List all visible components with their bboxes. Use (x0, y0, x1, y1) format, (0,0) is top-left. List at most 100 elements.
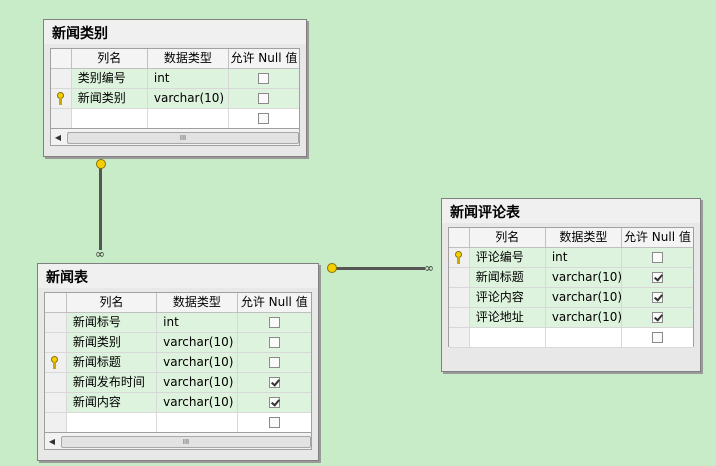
row-selector-header (45, 293, 67, 312)
table-news-category[interactable]: 新闻类别 列名 数据类型 允许 Null 值 类别编号 int 新闻类别 var… (43, 19, 307, 157)
table-row[interactable]: 新闻类别 varchar(10) (45, 333, 312, 353)
scroll-track[interactable]: III (59, 435, 311, 448)
header-column-name: 列名 (72, 49, 148, 68)
allow-null-checkbox[interactable] (268, 417, 280, 428)
new-row[interactable] (449, 328, 693, 348)
table-row[interactable]: 评论编号 int (449, 248, 693, 268)
table-title[interactable]: 新闻类别 (44, 20, 306, 44)
row-selector-header (51, 49, 72, 68)
row-selector[interactable] (45, 393, 67, 412)
column-name-cell[interactable]: 新闻标题 (66, 353, 158, 372)
allow-null-checkbox[interactable] (268, 397, 280, 408)
allow-null-cell (621, 288, 693, 307)
scroll-thumb[interactable]: III (61, 436, 311, 448)
allow-null-cell (237, 333, 312, 352)
allow-null-checkbox[interactable] (258, 73, 270, 84)
relationship-line[interactable] (99, 166, 102, 250)
allow-null-checkbox[interactable] (268, 337, 280, 348)
table-row[interactable]: 评论地址 varchar(10) (449, 308, 693, 328)
column-name-cell[interactable]: 评论编号 (469, 248, 546, 267)
column-name-cell[interactable]: 评论地址 (469, 308, 546, 327)
row-selector[interactable] (51, 109, 72, 128)
column-name-cell[interactable]: 类别编号 (71, 69, 148, 88)
new-row[interactable] (51, 109, 299, 128)
allow-null-checkbox[interactable] (651, 292, 663, 303)
allow-null-cell (621, 248, 693, 267)
table-row[interactable]: 新闻内容 varchar(10) (45, 393, 312, 413)
allow-null-checkbox[interactable] (258, 93, 270, 104)
allow-null-checkbox[interactable] (651, 332, 663, 343)
scroll-left-icon[interactable]: ◀ (54, 132, 62, 142)
relationship-many-end-icon: ∞ (95, 247, 105, 261)
allow-null-checkbox[interactable] (268, 357, 280, 368)
data-type-cell[interactable]: varchar(10) (157, 333, 238, 352)
data-type-cell[interactable]: varchar(10) (157, 393, 238, 412)
row-selector[interactable] (45, 413, 67, 432)
grid-header: 列名 数据类型 允许 Null 值 (45, 293, 311, 313)
header-allow-null: 允许 Null 值 (240, 295, 308, 309)
new-row[interactable] (45, 413, 312, 432)
column-name-cell[interactable]: 评论内容 (469, 288, 546, 307)
table-title[interactable]: 新闻表 (38, 264, 318, 288)
scroll-thumb[interactable]: III (67, 132, 299, 144)
table-row[interactable]: 新闻标号 int (45, 313, 312, 333)
data-type-cell[interactable]: int (147, 69, 229, 88)
allow-null-checkbox[interactable] (258, 113, 270, 124)
row-selector[interactable] (449, 328, 470, 347)
table-row[interactable]: 新闻标题 varchar(10) (449, 268, 693, 288)
table-title[interactable]: 新闻评论表 (442, 199, 700, 223)
data-type-cell[interactable]: varchar(10) (545, 308, 622, 327)
column-name-cell[interactable] (66, 413, 158, 432)
relationship-line[interactable] (335, 267, 425, 270)
row-selector[interactable] (45, 373, 67, 392)
column-name-cell[interactable]: 新闻类别 (71, 89, 148, 108)
column-name-cell[interactable]: 新闻内容 (66, 393, 158, 412)
row-selector[interactable] (449, 248, 470, 267)
column-name-cell[interactable]: 新闻标号 (66, 313, 158, 332)
table-news[interactable]: 新闻表 列名 数据类型 允许 Null 值 新闻标号 int 新闻类别 varc… (37, 263, 319, 461)
data-type-cell[interactable]: varchar(10) (545, 288, 622, 307)
column-name-cell[interactable]: 新闻类别 (66, 333, 158, 352)
table-news-comments[interactable]: 新闻评论表 列名 数据类型 允许 Null 值 评论编号 int 新闻标题 va… (441, 198, 701, 372)
scroll-track[interactable]: III (65, 131, 299, 144)
allow-null-checkbox[interactable] (651, 252, 663, 263)
column-name-cell[interactable]: 新闻发布时间 (66, 373, 158, 392)
column-name-cell[interactable]: 新闻标题 (469, 268, 546, 287)
scroll-left-icon[interactable]: ◀ (48, 436, 56, 446)
column-grid: 列名 数据类型 允许 Null 值 新闻标号 int 新闻类别 varchar(… (44, 292, 312, 433)
data-type-cell[interactable]: varchar(10) (545, 268, 622, 287)
row-selector[interactable] (449, 268, 470, 287)
table-row[interactable]: 新闻标题 varchar(10) (45, 353, 312, 373)
data-type-cell[interactable] (545, 328, 622, 347)
table-row[interactable]: 类别编号 int (51, 69, 299, 89)
column-name-cell[interactable] (469, 328, 546, 347)
data-type-cell[interactable] (147, 109, 229, 128)
data-type-cell[interactable]: varchar(10) (147, 89, 229, 108)
allow-null-checkbox[interactable] (268, 377, 280, 388)
data-type-cell[interactable] (157, 413, 238, 432)
allow-null-checkbox[interactable] (651, 312, 663, 323)
row-selector[interactable] (45, 353, 67, 372)
data-type-cell[interactable]: varchar(10) (157, 353, 238, 372)
table-row[interactable]: 新闻发布时间 varchar(10) (45, 373, 312, 393)
horizontal-scrollbar[interactable]: ◀ III ▶ (50, 129, 300, 146)
data-type-cell[interactable]: int (545, 248, 622, 267)
row-selector[interactable] (45, 333, 67, 352)
data-type-cell[interactable]: varchar(10) (157, 373, 238, 392)
row-selector[interactable] (449, 308, 470, 327)
allow-null-checkbox[interactable] (651, 272, 663, 283)
data-type-cell[interactable]: int (157, 313, 238, 332)
column-name-cell[interactable] (71, 109, 148, 128)
header-column-name: 列名 (470, 228, 546, 247)
header-allow-null: 允许 Null 值 (623, 230, 691, 244)
table-row[interactable]: 新闻类别 varchar(10) (51, 89, 299, 109)
row-selector[interactable] (51, 69, 72, 88)
row-selector[interactable] (45, 313, 67, 332)
horizontal-scrollbar[interactable]: ◀ III ▶ (44, 433, 312, 450)
table-row[interactable]: 评论内容 varchar(10) (449, 288, 693, 308)
allow-null-cell (237, 313, 312, 332)
column-grid: 列名 数据类型 允许 Null 值 类别编号 int 新闻类别 varchar(… (50, 48, 300, 129)
row-selector[interactable] (449, 288, 470, 307)
allow-null-checkbox[interactable] (268, 317, 280, 328)
row-selector[interactable] (51, 89, 72, 108)
